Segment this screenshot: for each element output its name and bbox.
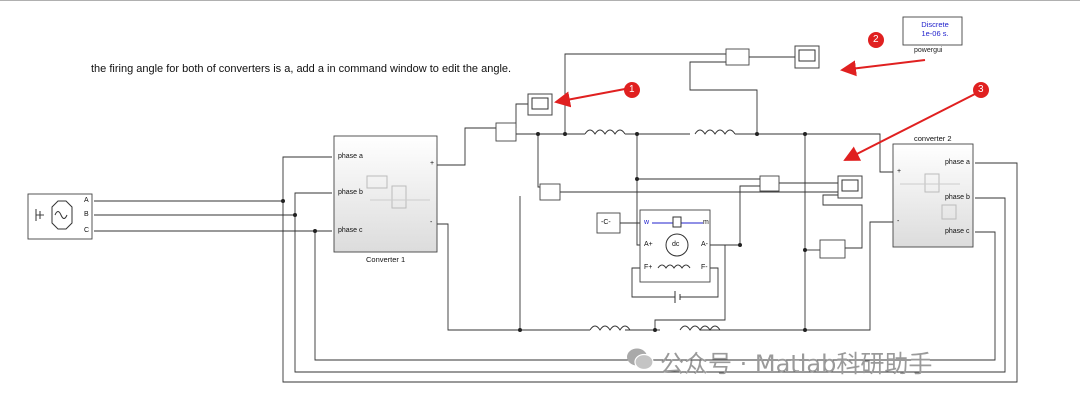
wire-scope1 [515, 103, 528, 128]
voltage-meas-1 [495, 122, 517, 142]
wire-phase-a-c2 [282, 162, 1018, 383]
wire-motor-a [636, 134, 640, 246]
c2-port-phase-b: phase b [945, 194, 970, 201]
wire-motor-aminus [710, 185, 760, 246]
voltage-meas-3 [725, 48, 750, 66]
voltage-meas-4 [759, 175, 780, 192]
three-phase-source [27, 193, 93, 240]
wire-vm-mid [537, 134, 540, 188]
motor-port-fplus: F+ [644, 264, 653, 271]
wire-c2-in [805, 133, 893, 173]
marker-2: 2 [873, 34, 879, 45]
inductor-2 [694, 129, 736, 135]
converter-2-block [892, 143, 974, 248]
wire-v2-in [689, 61, 758, 134]
wires [94, 53, 1018, 383]
source-port-c: C [84, 227, 90, 234]
inductor-1 [584, 129, 626, 135]
marker-1: 1 [629, 84, 635, 95]
wire-c1-minus [437, 223, 590, 331]
wire-field-left [631, 267, 675, 298]
motor-port-m: m [703, 219, 709, 226]
powergui-line1: Discrete [921, 20, 949, 29]
canvas-top-border [0, 0, 1080, 1]
wire-phase-c-c2 [314, 231, 996, 361]
wire-phase-a [94, 156, 332, 202]
c2-port-phase-c: phase c [945, 228, 970, 235]
c1-port-phase-c: phase c [338, 227, 363, 234]
c2-port-phase-a: phase a [945, 159, 970, 166]
motor-port-aplus: A+ [644, 241, 653, 248]
c2-port-plus: + [897, 168, 902, 175]
motor-port-aminus: A- [701, 241, 708, 248]
voltage-meas-5 [819, 239, 846, 259]
dc-field-source [674, 291, 681, 303]
wire-vm-low [519, 196, 590, 331]
wire-c1-plus [437, 127, 496, 166]
annotation-note: the firing angle for both of converters … [91, 63, 512, 75]
motor-port-fminus: F- [701, 264, 708, 271]
dc-motor-block [639, 209, 711, 283]
c2-port-minus: - [897, 218, 900, 225]
inductors [584, 129, 736, 331]
motor-center: dc [672, 241, 680, 248]
watermark: 公众号 · Matlab科研助手 [660, 350, 933, 378]
wire-bottom-motor [654, 245, 726, 330]
constant-label[interactable]: -C- [601, 219, 611, 226]
marker-3: 3 [978, 84, 984, 95]
voltage-meas-2 [539, 183, 561, 201]
converter-1-block [333, 135, 438, 253]
wire-v4-scope [822, 194, 863, 249]
wire-phase-b-c2 [294, 197, 1006, 373]
wire-field-right [680, 267, 719, 298]
measurement-blocks [495, 48, 846, 259]
powergui-line2: 1e-06 s. [921, 29, 949, 38]
converter-2-label[interactable]: converter 2 [914, 134, 952, 143]
source-port-b: B [84, 211, 89, 218]
converter-1-label[interactable]: Converter 1 [366, 255, 406, 264]
wire-phase-b [94, 192, 332, 216]
c1-port-phase-b: phase b [338, 189, 363, 196]
powergui-block [902, 16, 963, 46]
constant-block [596, 212, 621, 234]
inductor-3 [589, 325, 631, 331]
c1-port-phase-a: phase a [338, 153, 363, 160]
c1-port-minus: - [430, 219, 433, 226]
wechat-icon [627, 348, 654, 371]
wire-c2-minus [805, 221, 893, 331]
c1-port-plus: + [430, 160, 435, 167]
red-annotations [554, 32, 989, 161]
source-port-a: A [84, 197, 89, 204]
junctions [281, 132, 807, 332]
inductor-4 [679, 325, 721, 331]
powergui-label[interactable]: powergui [914, 47, 943, 54]
scope-blocks [527, 45, 863, 199]
motor-port-w: w [644, 219, 650, 226]
